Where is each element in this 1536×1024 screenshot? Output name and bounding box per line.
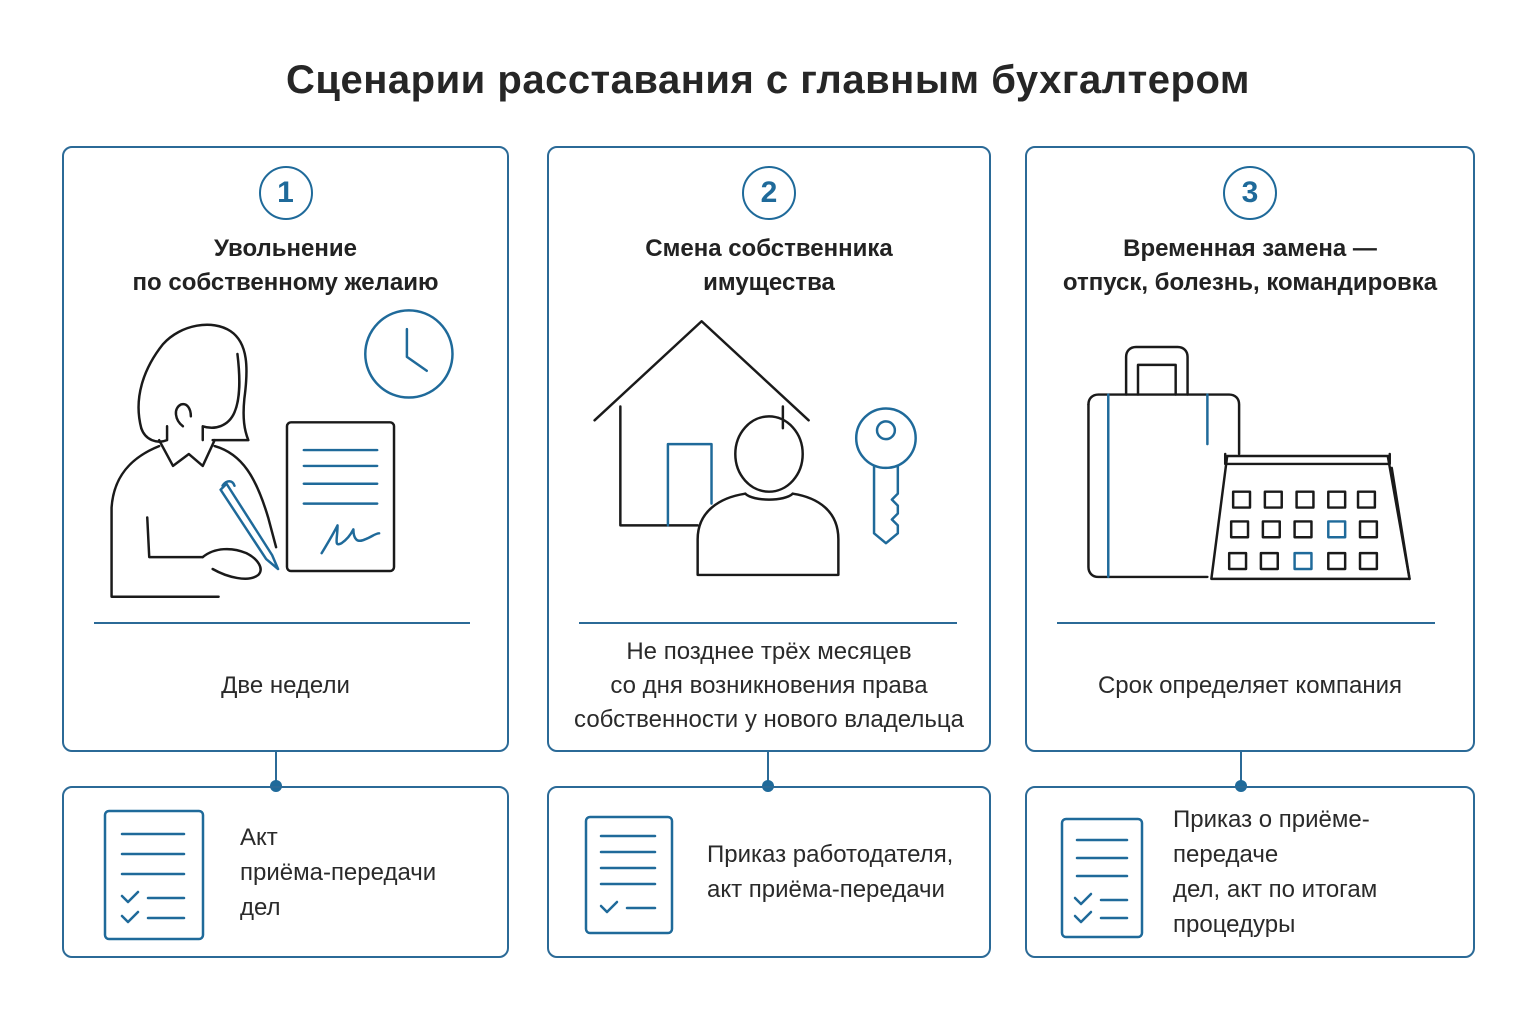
clock-icon	[364, 309, 454, 399]
step-number-badge: 3	[1223, 166, 1277, 220]
step-number-badge: 2	[742, 166, 796, 220]
page-title: Сценарии расставания с главным бухгалтер…	[286, 58, 1250, 102]
woman-signing-icon	[110, 323, 278, 598]
key-icon	[854, 407, 917, 545]
step-number-badge: 1	[258, 166, 313, 220]
resignation-illustration	[110, 309, 454, 598]
pen-icon	[219, 480, 280, 571]
suitcase-icon	[1087, 345, 1241, 579]
scenario-card-owner-change: 2 Смена собственника имущества	[547, 146, 991, 752]
document-text: Приказ работодателя, акт приёма-передачи	[707, 841, 954, 903]
calendar-icon	[1210, 452, 1411, 581]
divider	[1057, 622, 1435, 624]
scenario-card-temporary-replacement: 3 Временная замена — отпуск, болезнь, ко…	[1025, 146, 1475, 752]
document-box-resignation: Акт приёма-передачи дел	[62, 786, 509, 958]
signed-document-icon	[285, 421, 396, 573]
checklist-document-icon	[103, 809, 205, 941]
checklist-document-icon	[584, 815, 674, 935]
scenario-heading: Временная замена — отпуск, болезнь, кома…	[1062, 235, 1438, 296]
divider	[94, 622, 470, 624]
temporary-replacement-illustration	[1087, 345, 1411, 581]
document-text: Приказ о приёме-передаче дел, акт по ито…	[1173, 806, 1378, 938]
divider	[579, 622, 957, 624]
checklist-document-icon	[1060, 817, 1144, 939]
deadline-text: Срок определяет компания	[1097, 672, 1403, 699]
deadline-text: Не позднее трёх месяцев со дня возникнов…	[574, 638, 964, 733]
scenario-heading: Смена собственника имущества	[645, 235, 893, 296]
connector-line	[767, 752, 769, 786]
document-box-temporary-replacement: Приказ о приёме-передаче дел, акт по ито…	[1025, 786, 1475, 958]
connector-line	[1240, 752, 1242, 786]
owner-change-illustration	[593, 320, 917, 577]
person-icon	[696, 415, 840, 577]
deadline-text: Две недели	[221, 672, 350, 699]
document-text: Акт приёма-передачи дел	[240, 823, 437, 921]
scenario-card-resignation: 1 Увольнение по собственному желаию	[62, 146, 509, 752]
scenario-heading: Увольнение по собственному желаию	[132, 235, 439, 296]
connector-line	[275, 752, 277, 786]
house-icon	[593, 320, 810, 527]
document-box-owner-change: Приказ работодателя, акт приёма-передачи	[547, 786, 991, 958]
